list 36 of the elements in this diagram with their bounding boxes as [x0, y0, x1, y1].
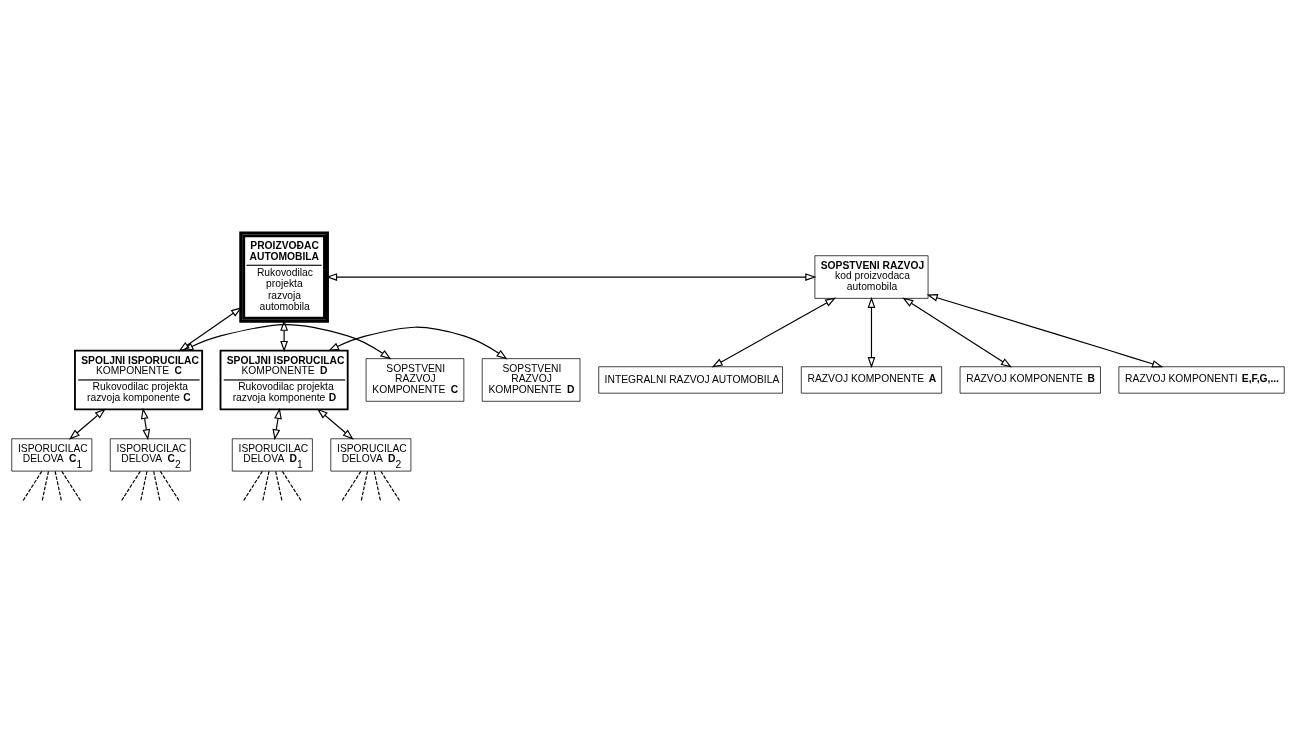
connector — [360, 470, 369, 502]
node-box: INTEGRALNI RAZVOJ AUTOMOBILA — [598, 366, 783, 394]
arrow — [926, 294, 1164, 368]
node-box: SOPSTVENI RAZVOJ kod proizvodaca automobila — [814, 255, 929, 299]
connector — [341, 470, 362, 502]
arrow — [272, 407, 282, 441]
connector — [262, 470, 270, 502]
connector — [373, 470, 381, 502]
connector — [121, 470, 141, 502]
arrow — [325, 273, 817, 281]
connector — [22, 470, 43, 502]
connector — [54, 470, 62, 502]
connector — [140, 470, 148, 502]
connector — [281, 470, 302, 502]
arrow — [178, 307, 243, 352]
connector — [243, 470, 263, 502]
arrow — [867, 296, 876, 369]
node-box: RAZVOJ KOMPONENTE B — [959, 366, 1101, 394]
node-box: RAZVOJ KOMPONENTE A — [800, 366, 943, 394]
connector — [275, 470, 283, 502]
node-box: SOPSTVENI RAZVOJ KOMPONENTE D — [481, 358, 581, 402]
arrow — [327, 326, 508, 360]
arrow — [280, 319, 289, 353]
connector — [61, 470, 82, 502]
node-box: RAZVOJ KOMPONENTI E,F,G,... — [1118, 366, 1285, 394]
connector — [380, 470, 401, 502]
arrow — [68, 408, 106, 440]
node-box: SOPSTVENI RAZVOJ KOMPONENTE C — [365, 358, 465, 402]
arrow — [140, 407, 151, 441]
connector — [41, 470, 50, 502]
arrow — [902, 297, 1013, 368]
connector — [159, 470, 180, 502]
arrow — [711, 297, 837, 368]
arrow — [316, 408, 354, 440]
connector — [153, 470, 161, 502]
arrow — [182, 324, 392, 360]
